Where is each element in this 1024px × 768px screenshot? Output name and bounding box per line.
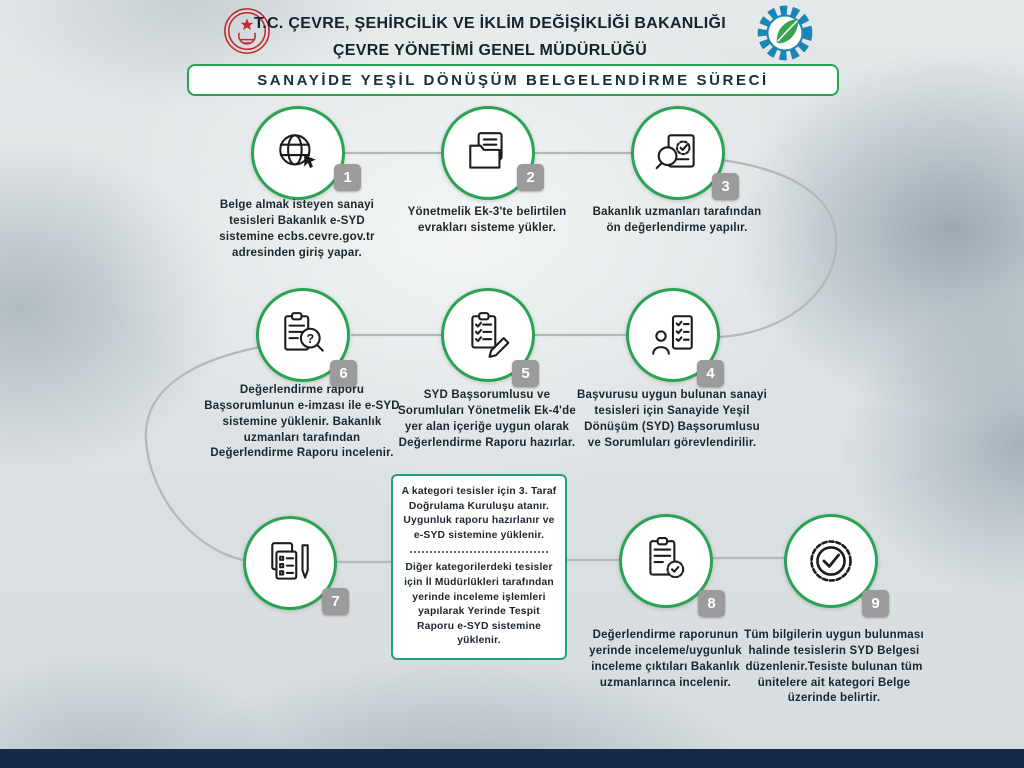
connector-3-4 bbox=[719, 158, 838, 339]
folder-document-icon bbox=[463, 128, 513, 178]
step-2-number: 2 bbox=[517, 164, 544, 191]
step-8-circle bbox=[619, 514, 713, 608]
process-title-banner: SANAYİDE YEŞİL DÖNÜŞÜM BELGELENDİRME SÜR… bbox=[187, 64, 839, 96]
clipboard-magnifier-icon: ? bbox=[278, 310, 328, 360]
svg-text:?: ? bbox=[306, 332, 314, 346]
step-1-number: 1 bbox=[334, 164, 361, 191]
connector-6-7 bbox=[144, 345, 261, 562]
step-2-text: Yönetmelik Ek-3'te belirtilen evrakları … bbox=[407, 206, 567, 234]
clipboard-badge-icon bbox=[641, 536, 691, 586]
step-7-circle bbox=[243, 516, 337, 610]
step-3-text: Bakanlık uzmanları tarafından ön değerle… bbox=[592, 206, 762, 234]
step-7-text-bottom: Diğer kategorilerdeki tesisler için İl M… bbox=[404, 562, 554, 647]
step-3-number: 3 bbox=[712, 173, 739, 200]
step-8-number: 8 bbox=[698, 590, 725, 617]
step-1-text: Belge almak isteyen sanayi tesisleri Bak… bbox=[219, 199, 375, 259]
step-4-circle bbox=[626, 288, 720, 382]
ministry-logo bbox=[222, 6, 272, 56]
checklist-pen-icon bbox=[463, 310, 513, 360]
step-5-number: 5 bbox=[512, 360, 539, 387]
infobox-divider bbox=[410, 551, 548, 554]
step-1-circle bbox=[251, 106, 345, 200]
step-9-number: 9 bbox=[862, 590, 889, 617]
step-9-text: Tüm bilgilerin uygun bulunması halinde t… bbox=[744, 629, 924, 705]
step-7-text-top: A kategori tesisler için 3. Taraf Doğrul… bbox=[401, 486, 557, 541]
header-title-line1: T.C. ÇEVRE, ŞEHİRCİLİK VE İKLİM DEĞİŞİKL… bbox=[254, 15, 726, 32]
magnifier-document-icon bbox=[653, 128, 703, 178]
person-checklist-icon bbox=[648, 310, 698, 360]
directorate-logo bbox=[752, 0, 818, 66]
step-9-circle bbox=[784, 514, 878, 608]
footer-bar bbox=[0, 749, 1024, 768]
step-6-number: 6 bbox=[330, 360, 357, 387]
step-7-number: 7 bbox=[322, 588, 349, 615]
header-title-line2: ÇEVRE YÖNETİMİ GENEL MÜDÜRLÜĞÜ bbox=[332, 42, 648, 60]
step-3-circle bbox=[631, 106, 725, 200]
globe-cursor-icon bbox=[273, 128, 323, 178]
step-4-number: 4 bbox=[697, 360, 724, 387]
step-6-text: Değerlendirme raporu Başsorumlunun e-imz… bbox=[204, 384, 400, 460]
step-7-infobox: A kategori tesisler için 3. Taraf Doğrul… bbox=[391, 474, 567, 661]
step-4-text: Başvurusu uygun bulunan sanayi tesisleri… bbox=[576, 389, 768, 449]
header-title: T.C. ÇEVRE, ŞEHİRCİLİK VE İKLİM DEĞİŞİKL… bbox=[160, 10, 820, 64]
step-5-text: SYD Başsorumlusu ve Sorumluları Yönetmel… bbox=[398, 389, 576, 449]
step-8-text: Değerlendirme raporunun yerinde inceleme… bbox=[589, 629, 742, 689]
seal-check-icon bbox=[805, 535, 857, 587]
documents-pen-icon bbox=[265, 538, 315, 588]
